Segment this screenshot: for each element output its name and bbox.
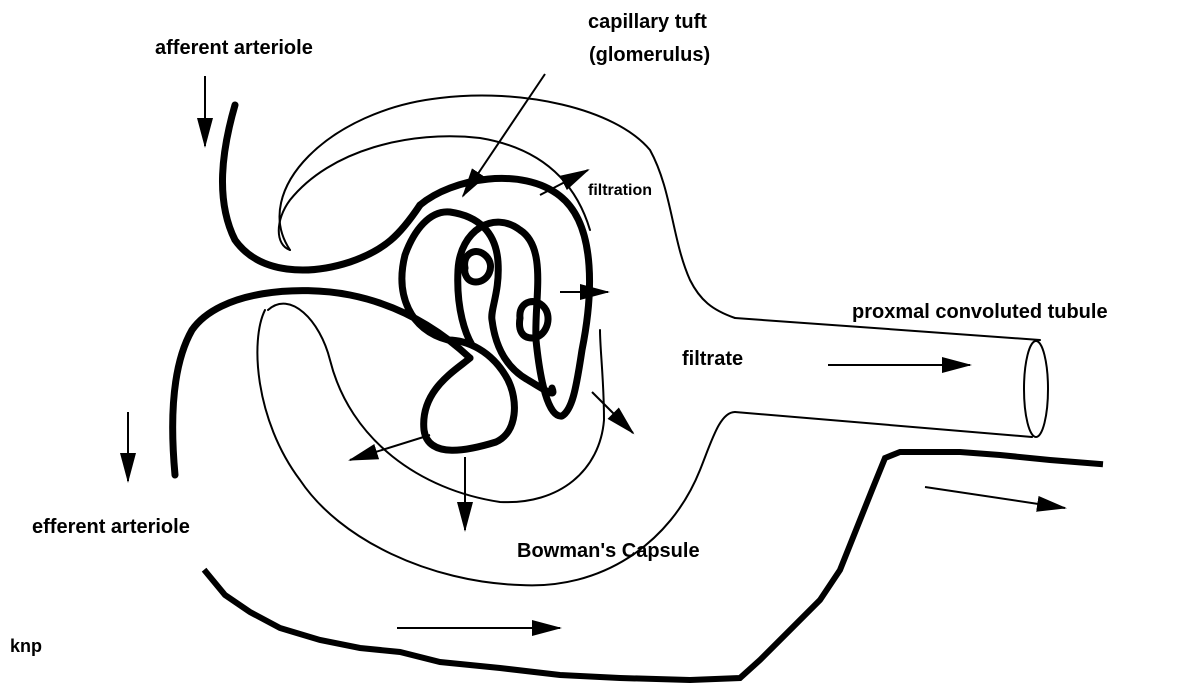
filtrate-label: filtrate: [682, 348, 743, 370]
efferent-arteriole-vessel: [173, 291, 470, 475]
tubule-flow-arrow: [925, 487, 1065, 508]
peritubular-capillary: [206, 452, 1100, 680]
filtration-label: filtration: [588, 182, 652, 199]
filtration-arrow-lower-right: [592, 392, 633, 433]
proximal-tubule-opening: [1024, 341, 1048, 437]
afferent-arteriole-vessel: [222, 105, 420, 270]
bowmans-capsule-label: Bowman's Capsule: [517, 540, 700, 562]
author-initials: knp: [10, 636, 42, 656]
proximal-tubule-label: proxmal convoluted tubule: [852, 301, 1108, 323]
afferent-arteriole-label: afferent arteriole: [155, 37, 313, 59]
proximal-tubule-lower-wall: [735, 412, 1032, 437]
capillary-tuft-label: capillary tuft: [588, 11, 707, 33]
efferent-arteriole-label: efferent arteriole: [32, 516, 190, 538]
glomerulus-label: (glomerulus): [589, 44, 710, 66]
filtration-arrow-lower-left: [350, 435, 430, 460]
glomerulus-capillary-loops: [402, 178, 590, 450]
filtration-arrow-upper: [540, 170, 588, 195]
